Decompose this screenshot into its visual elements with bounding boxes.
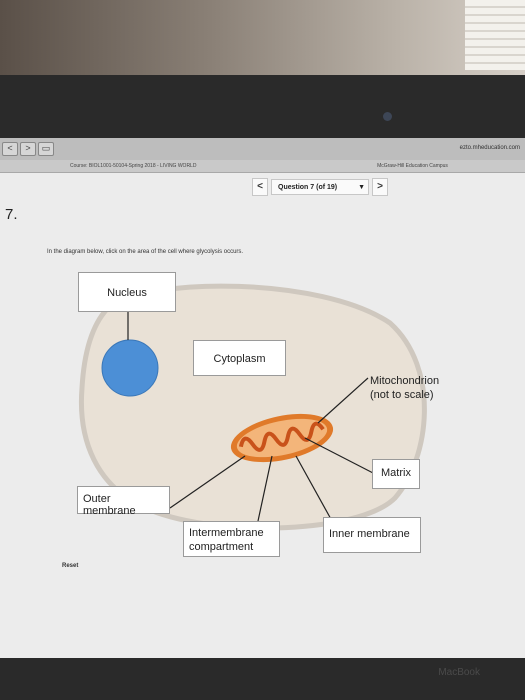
forward-button[interactable]: > (20, 142, 36, 156)
webcam-icon (383, 112, 392, 121)
prev-question-button[interactable]: < (252, 178, 268, 196)
cell-diagram: Nucleus Cytoplasm Mitochondrion (not to … (0, 138, 525, 658)
reset-button[interactable]: Reset (62, 563, 79, 569)
mitochondrion-label-line2: (not to scale) (370, 389, 434, 401)
browser-toolbar: < > ▭ ezto.mheducation.com (0, 138, 525, 161)
nucleus-label[interactable]: Nucleus (78, 272, 176, 312)
mitochondrion-label[interactable]: Mitochondrion (not to scale) (370, 374, 470, 402)
cytoplasm-label-text: Cytoplasm (213, 353, 266, 365)
laptop-screen: < > ▭ ezto.mheducation.com Course: BIOL1… (0, 138, 525, 658)
intermembrane-label[interactable]: Intermembrane compartment (183, 521, 280, 557)
inner-membrane-label-text: Inner membrane (329, 528, 410, 540)
tab-bar: Course: BIOL1001-50104-Spring 2018 - LIV… (0, 160, 525, 173)
sidebar-icon[interactable]: ▭ (38, 142, 54, 156)
inner-membrane-label[interactable]: Inner membrane (323, 517, 421, 553)
question-select[interactable]: Question 7 (of 19) ▼ (271, 179, 369, 195)
window-blinds (465, 0, 525, 70)
question-select-label: Question 7 (of 19) (278, 184, 338, 191)
question-navigator: < Question 7 (of 19) ▼ > (252, 178, 398, 196)
tab-course[interactable]: Course: BIOL1001-50104-Spring 2018 - LIV… (70, 163, 197, 169)
outer-membrane-leader-line (169, 455, 246, 509)
inner-membrane-leader-line (295, 455, 333, 522)
mitochondrion-shape[interactable] (227, 406, 338, 471)
mitochondrion-leader-line (317, 377, 369, 424)
laptop-brand-logo: MacBook (438, 667, 480, 678)
address-bar[interactable]: ezto.mheducation.com (459, 145, 520, 151)
question-instruction: In the diagram below, click on the area … (47, 249, 244, 255)
intermembrane-label-line1: Intermembrane (189, 527, 264, 539)
outer-membrane-label[interactable]: Outer membrane (77, 486, 170, 517)
cell-cytoplasm-area[interactable] (78, 283, 427, 531)
matrix-leader-line (304, 437, 376, 475)
chevron-down-icon: ▼ (358, 184, 365, 191)
next-question-button[interactable]: > (372, 178, 388, 196)
mitochondrion-label-line1: Mitochondrion (370, 375, 440, 387)
intermembrane-leader-line (257, 455, 273, 522)
matrix-label[interactable]: Matrix (372, 459, 420, 489)
outer-membrane-label-text: Outer membrane (83, 493, 136, 517)
cell-diagram-svg (78, 283, 427, 531)
back-button[interactable]: < (2, 142, 18, 156)
question-number: 7. (5, 206, 18, 223)
tab-campus[interactable]: McGraw-Hill Education Campus (377, 163, 448, 169)
nucleus-label-text: Nucleus (107, 287, 147, 299)
browser-nav: < > ▭ (2, 142, 54, 156)
intermembrane-label-line2: compartment (189, 541, 254, 553)
matrix-label-text: Matrix (381, 467, 411, 479)
cytoplasm-label[interactable]: Cytoplasm (193, 340, 286, 376)
nucleus-shape[interactable] (101, 339, 159, 397)
